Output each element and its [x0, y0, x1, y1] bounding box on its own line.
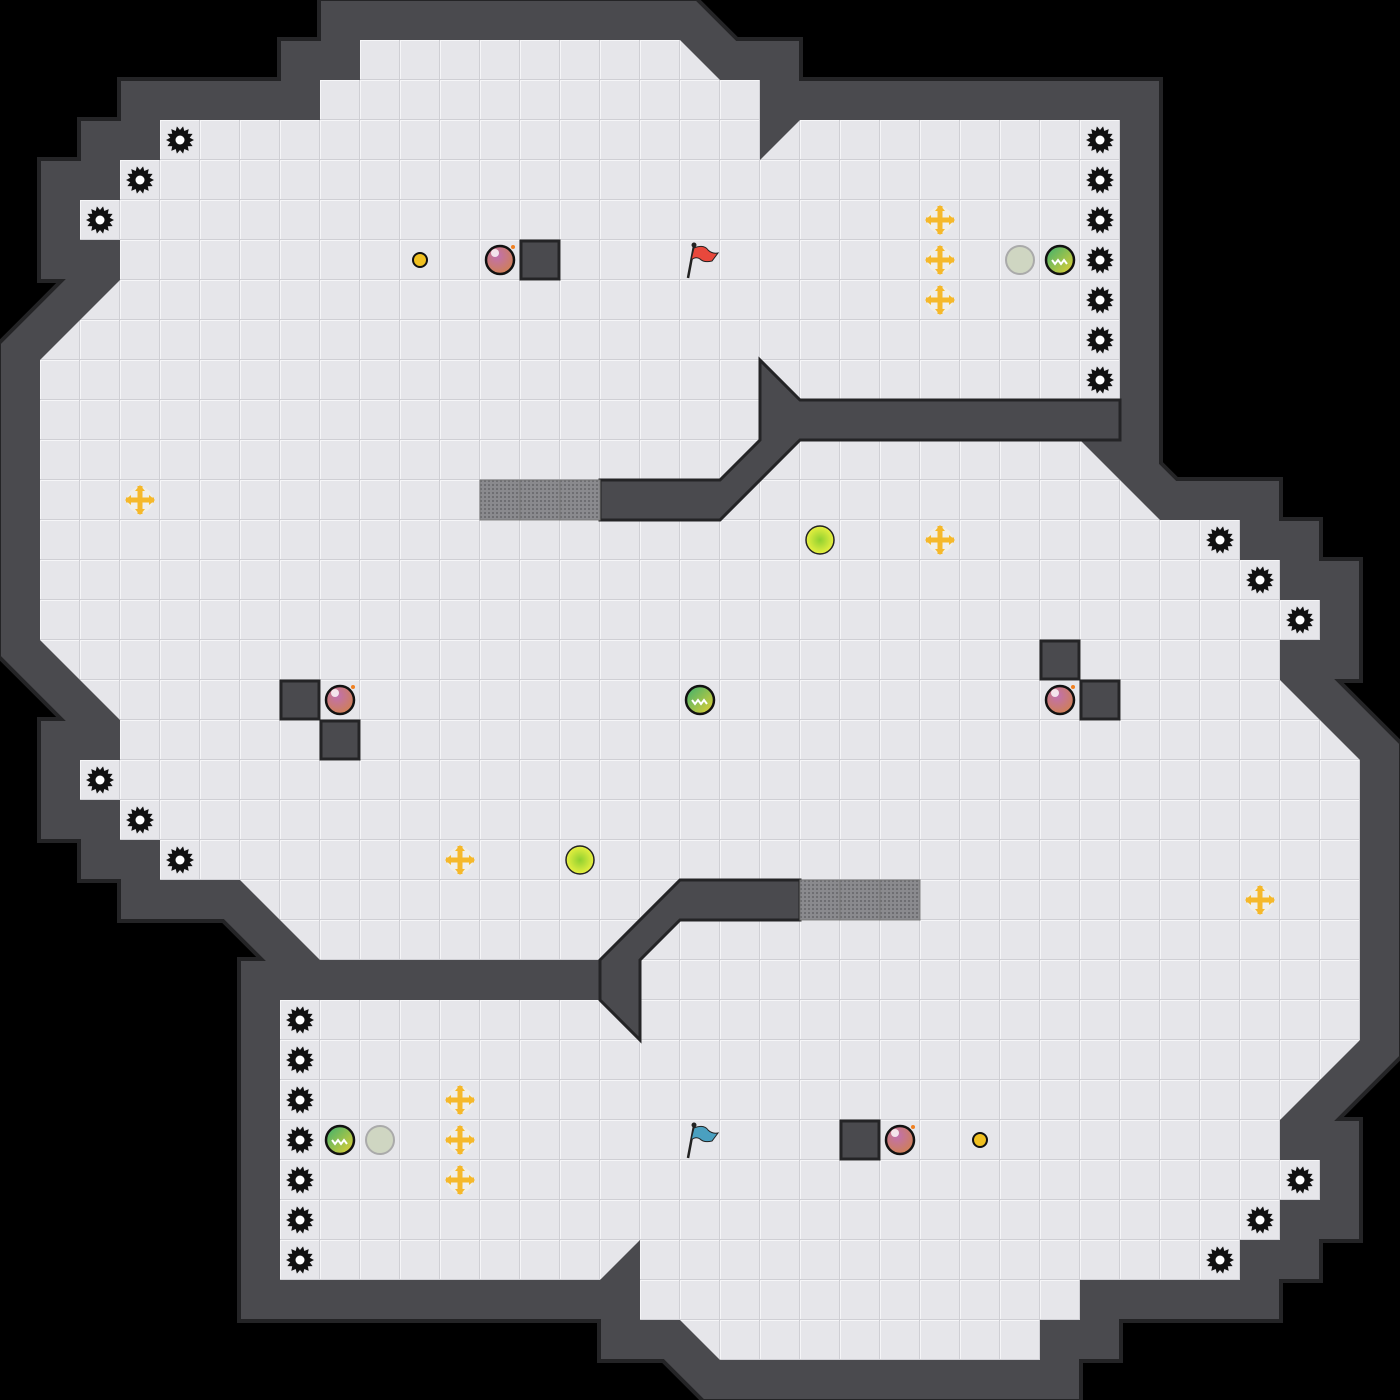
boost-icon — [445, 1125, 475, 1155]
spike-icon — [1086, 206, 1114, 234]
spike-icon — [286, 1166, 314, 1194]
boost-icon — [125, 485, 155, 515]
inner-wall-lower — [598, 878, 802, 1044]
boost-icon — [1245, 885, 1275, 915]
bomb-icon — [1044, 684, 1076, 716]
spike-icon — [286, 1126, 314, 1154]
glow-powerup-icon — [565, 845, 595, 875]
token-icon — [972, 1132, 988, 1148]
wall-block — [519, 239, 561, 281]
spike-icon — [1246, 1206, 1274, 1234]
gate-tile — [839, 879, 881, 921]
gate-tile — [519, 479, 561, 521]
powerup-icon — [1044, 244, 1076, 276]
inner-wall-upper — [598, 356, 1122, 522]
spike-icon — [1206, 1246, 1234, 1274]
spike-icon — [1086, 246, 1114, 274]
wall-block — [279, 679, 321, 721]
wall-block — [839, 1119, 881, 1161]
wall-block — [1039, 639, 1081, 681]
spike-icon — [1086, 366, 1114, 394]
spike-icon — [286, 1086, 314, 1114]
spike-icon — [1286, 1166, 1314, 1194]
spike-icon — [1086, 166, 1114, 194]
glow-powerup-icon — [805, 525, 835, 555]
spike-icon — [286, 1206, 314, 1234]
spike-icon — [1286, 606, 1314, 634]
powerup-icon — [684, 684, 716, 716]
spike-icon — [1246, 566, 1274, 594]
boost-icon — [925, 245, 955, 275]
spike-icon — [286, 1246, 314, 1274]
spike-icon — [86, 206, 114, 234]
spike-icon — [286, 1006, 314, 1034]
blue-flag-icon — [686, 1122, 720, 1159]
spike-icon — [286, 1046, 314, 1074]
boost-icon — [445, 1165, 475, 1195]
boost-icon — [445, 1085, 475, 1115]
inactive-portal-icon — [365, 1125, 395, 1155]
spike-icon — [126, 806, 154, 834]
gate-tile — [479, 479, 521, 521]
wall-block — [319, 719, 361, 761]
bomb-icon — [324, 684, 356, 716]
spike-icon — [126, 166, 154, 194]
wall-block — [1079, 679, 1121, 721]
gate-tile — [559, 479, 601, 521]
inactive-portal-icon — [1005, 245, 1035, 275]
bomb-icon — [884, 1124, 916, 1156]
boost-icon — [925, 525, 955, 555]
spike-icon — [1086, 126, 1114, 154]
spike-icon — [166, 846, 194, 874]
token-icon — [412, 252, 428, 268]
spike-icon — [86, 766, 114, 794]
boost-icon — [925, 285, 955, 315]
boost-icon — [925, 205, 955, 235]
red-flag-icon — [686, 242, 720, 279]
powerup-icon — [324, 1124, 356, 1156]
gate-tile — [799, 879, 841, 921]
bomb-icon — [484, 244, 516, 276]
spike-icon — [1086, 286, 1114, 314]
spike-icon — [166, 126, 194, 154]
gate-tile — [879, 879, 921, 921]
spike-icon — [1086, 326, 1114, 354]
boost-icon — [445, 845, 475, 875]
spike-icon — [1206, 526, 1234, 554]
